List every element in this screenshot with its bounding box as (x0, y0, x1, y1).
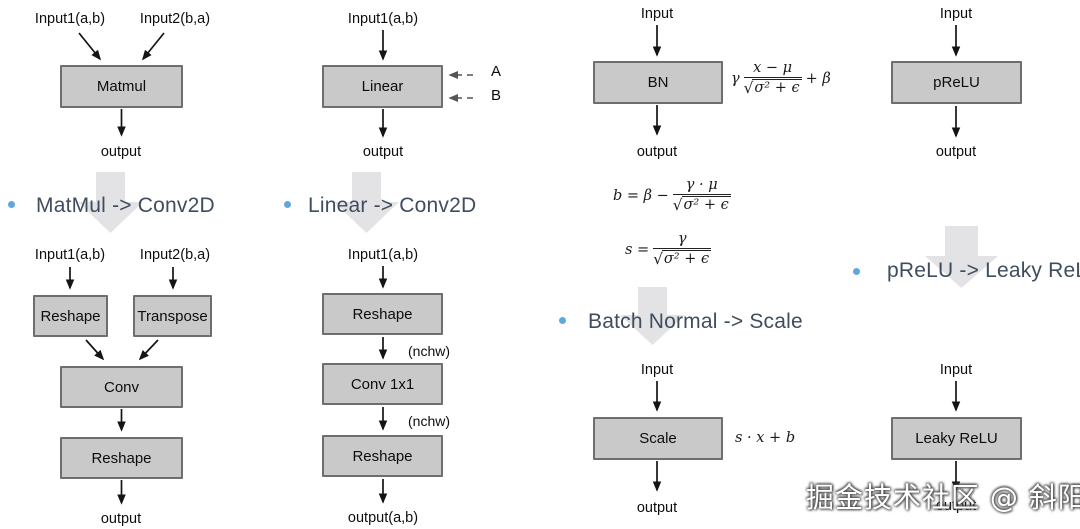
radical-sign: √ (653, 250, 663, 268)
input-label: Input2(b,a) (139, 247, 211, 263)
bullet-icon (8, 201, 15, 208)
bullet-icon (284, 201, 291, 208)
input-label: Input2(b,a) (139, 11, 211, 27)
node-reshape: Reshape (322, 435, 443, 477)
node-scale: Scale (593, 417, 723, 460)
fraction: x − μ √ σ² + ϵ (743, 60, 802, 97)
fraction-numerator: x − μ (743, 60, 802, 78)
output-label: output (100, 511, 142, 527)
fraction: γ · μ √ σ² + ϵ (672, 177, 731, 214)
output-label: output (935, 144, 977, 160)
big-arrow-icons (78, 172, 998, 345)
node-transpose: Transpose (133, 295, 212, 337)
flow-arrow (85, 339, 105, 361)
watermark: 掘金技术社区 @ 斜阳1 (806, 481, 1080, 514)
node-conv1x1: Conv 1x1 (322, 363, 443, 405)
input-label: Input1(a,b) (347, 247, 419, 263)
node-reshape: Reshape (33, 295, 108, 337)
sqrt-expression: √ σ² + ϵ (744, 79, 802, 97)
formula-bn: γ x − μ √ σ² + ϵ + β (731, 60, 831, 97)
input-label: Input (640, 6, 674, 22)
output-label: output (362, 144, 404, 160)
output-label: output (636, 500, 678, 516)
node-reshape: Reshape (60, 437, 183, 479)
bullet-icon (559, 317, 566, 324)
node-linear: Linear (322, 65, 443, 108)
formula-coef: γ (731, 70, 740, 87)
radical-sign: √ (672, 196, 683, 214)
formula-lead: s = (625, 241, 650, 258)
flow-arrow (78, 32, 102, 61)
radical-sign: √ (743, 79, 754, 97)
bullet-icon (853, 268, 860, 275)
section-title-bn: Batch Normal -> Scale (588, 310, 803, 333)
fraction-numerator: γ · μ (672, 177, 731, 195)
radicand: σ² + ϵ (681, 196, 731, 213)
node-bn: BN (593, 61, 723, 104)
sqrt-expression: √ σ² + ϵ (653, 250, 712, 268)
formula-b: b = β − γ · μ √ σ² + ϵ (613, 177, 731, 214)
formula-s: s = γ √ σ² + ϵ (625, 231, 712, 268)
radicand: σ² + ϵ (752, 79, 802, 96)
section-title-linear: Linear -> Conv2D (308, 194, 477, 217)
flow-arrow (138, 339, 159, 361)
input-label: Input (939, 362, 973, 378)
node-leaky-relu: Leaky ReLU (891, 417, 1022, 460)
formula-text: s · x + b (735, 430, 796, 446)
output-label: output (935, 498, 977, 514)
input-label: Input (640, 362, 674, 378)
flow-arrow (141, 32, 165, 61)
input-label: Input1(a,b) (347, 11, 419, 27)
node-matmul: Matmul (60, 65, 183, 108)
param-b-label: B (491, 87, 502, 104)
formula-scale: s · x + b (735, 430, 795, 446)
node-prelu: pReLU (891, 61, 1022, 104)
node-conv: Conv (60, 366, 183, 408)
formula-lead: b = β − (613, 187, 669, 204)
input-label: Input (939, 6, 973, 22)
node-reshape: Reshape (322, 293, 443, 335)
output-label: output(a,b) (347, 510, 419, 526)
section-title-prelu: pReLU -> Leaky ReLU (887, 259, 1080, 282)
sqrt-expression: √ σ² + ϵ (673, 196, 731, 214)
input-label: Input1(a,b) (34, 247, 106, 263)
output-label: output (100, 144, 142, 160)
radicand: σ² + ϵ (661, 250, 712, 267)
format-label-nchw: (nchw) (407, 343, 451, 359)
section-title-matmul: MatMul -> Conv2D (36, 194, 215, 217)
format-label-nchw: (nchw) (407, 413, 451, 429)
weight-arrows (448, 71, 473, 102)
formula-tail: + β (805, 70, 831, 87)
input-label: Input1(a,b) (34, 11, 106, 27)
output-label: output (636, 144, 678, 160)
fraction: γ √ σ² + ϵ (653, 231, 712, 268)
fraction-numerator: γ (653, 231, 712, 249)
param-a-label: A (491, 63, 502, 80)
